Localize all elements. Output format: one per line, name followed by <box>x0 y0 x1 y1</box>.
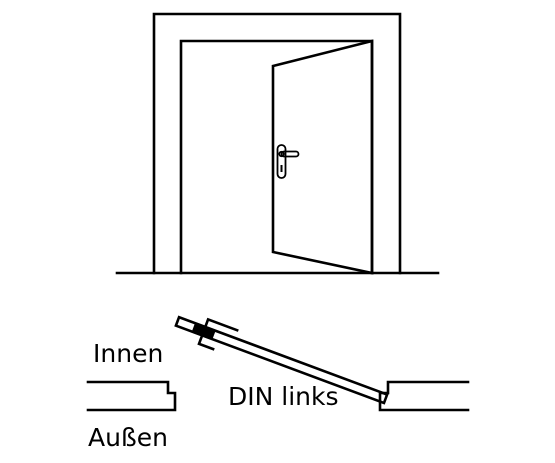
left-wall-section <box>86 380 177 412</box>
hinge-side-label: DIN links <box>228 382 339 411</box>
hinge-bracket-bottom <box>197 333 215 351</box>
handle-escutcheon <box>276 144 287 179</box>
keyhole <box>280 165 283 172</box>
handle-lever <box>280 150 300 158</box>
outer-frame <box>152 12 402 275</box>
handle-pivot <box>278 150 285 158</box>
inner-frame <box>179 39 374 275</box>
door-leaf <box>271 39 374 275</box>
door-plan-view <box>86 315 470 412</box>
outside-label: Außen <box>88 423 168 452</box>
door-handle-icon <box>276 144 300 179</box>
hinge-block <box>191 322 216 341</box>
right-wall-section <box>378 380 470 412</box>
door-front-view <box>115 12 440 275</box>
door-leaf-plan <box>174 315 389 405</box>
inside-label: Innen <box>93 339 164 368</box>
hinge-bracket-top <box>203 317 239 332</box>
door-leaf-slab <box>174 315 389 405</box>
